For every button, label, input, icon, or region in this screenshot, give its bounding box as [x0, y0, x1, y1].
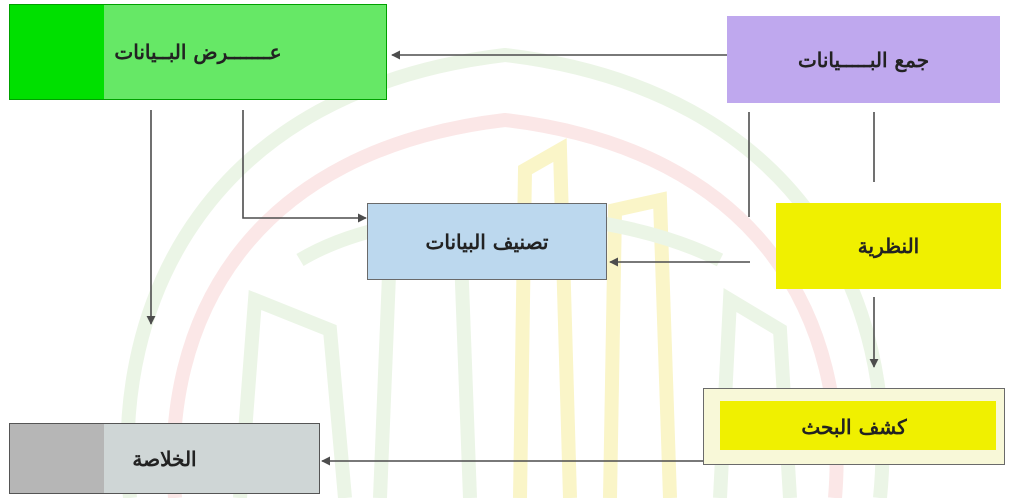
node-theory-label: النظرية — [857, 234, 920, 258]
node-research-discovery-label: كشف البحث — [801, 414, 907, 439]
node-conclusion-light-fill — [104, 424, 319, 493]
node-data-presentation-label: عـــــــرض البــيانات — [114, 40, 282, 64]
node-data-presentation: عـــــــرض البــيانات — [9, 4, 387, 100]
node-data-collection: جمع البـــــيانات — [727, 16, 1000, 103]
node-research-discovery-fill — [720, 401, 996, 450]
node-conclusion-label: الخلاصة — [132, 446, 197, 471]
node-research-discovery: كشف البحث — [703, 388, 1005, 465]
node-data-classification-label: تصنيف البيانات — [425, 229, 549, 254]
node-data-classification: تصنيف البيانات — [367, 203, 607, 280]
arrow-presentation-to-classification — [242, 110, 367, 223]
node-data-presentation-light-fill — [104, 5, 386, 99]
node-data-presentation-dark-fill — [10, 5, 104, 99]
node-conclusion: الخلاصة — [9, 423, 320, 494]
node-theory: النظرية — [776, 203, 1001, 289]
node-data-collection-label: جمع البـــــيانات — [797, 47, 930, 72]
node-conclusion-dark-fill — [10, 424, 104, 493]
